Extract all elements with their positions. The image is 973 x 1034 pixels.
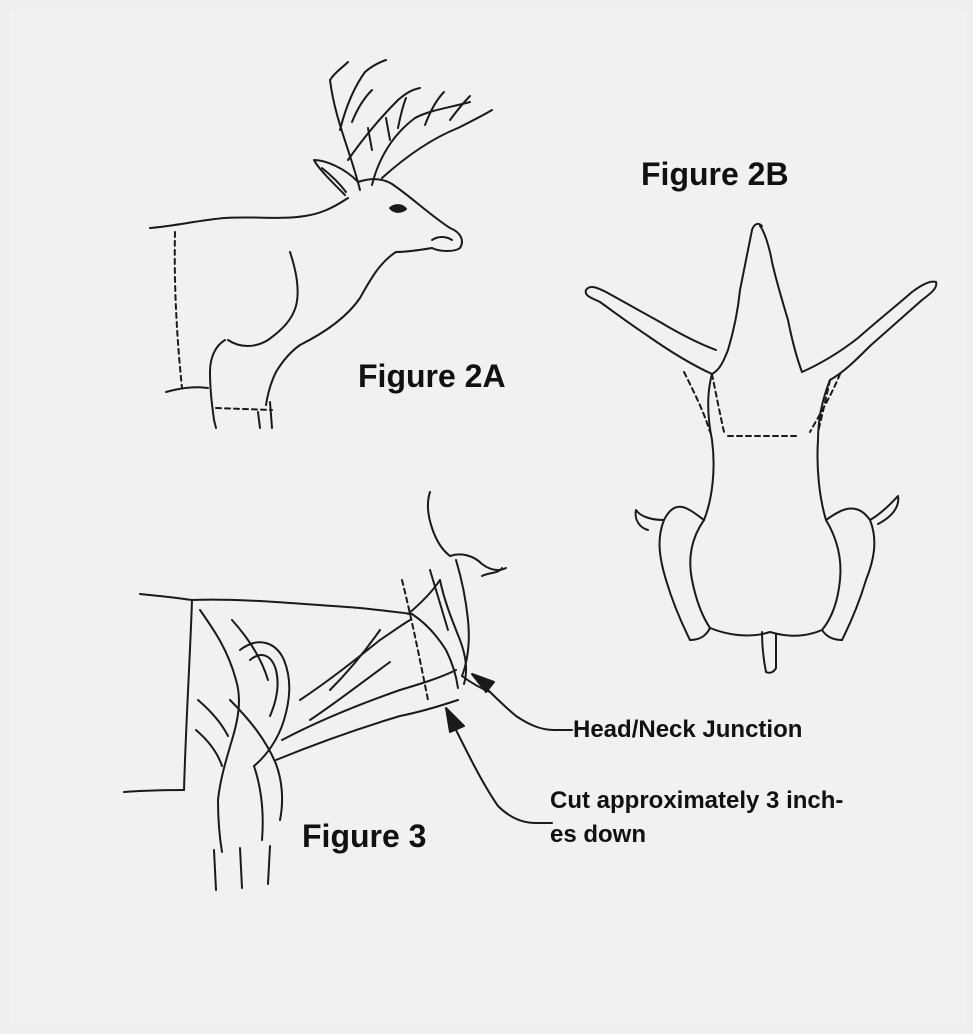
cut-instruction-line-2: es down (550, 821, 646, 849)
figure-2a-title: Figure 2A (358, 358, 506, 395)
figure-2b-title: Figure 2B (641, 156, 789, 193)
figure-3-title: Figure 3 (302, 818, 426, 855)
head-neck-junction-label: Head/Neck Junction (573, 716, 802, 744)
carcass-outline-drawing (586, 224, 937, 673)
cut-instruction-line-1: Cut approximately 3 inch- (550, 787, 843, 815)
